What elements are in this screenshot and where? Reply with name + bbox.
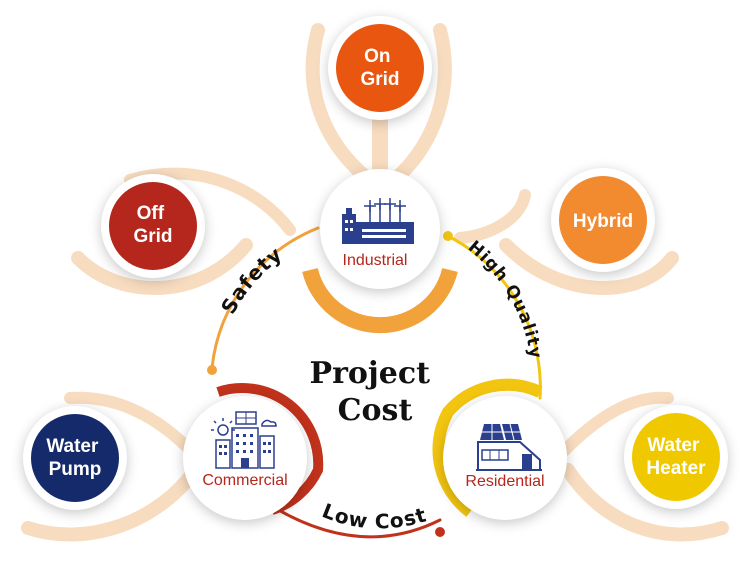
office-building-icon (211, 411, 277, 469)
svg-text:Water Heater: Water Heater (646, 435, 706, 479)
residential-label: Residential (465, 473, 544, 490)
svg-text:Water Pump: Water Pump (46, 436, 103, 480)
industrial-label: Industrial (343, 252, 408, 269)
high-quality-line-dot (443, 231, 453, 241)
connector-swooshes (21, 23, 729, 542)
center-title-line1: Project (310, 356, 431, 391)
on-grid-line1: On (364, 46, 390, 67)
connector-hybrid-top (454, 189, 531, 244)
factory-icon (342, 198, 414, 244)
low-cost-line-dot (435, 527, 445, 537)
commercial-label: Commercial (202, 472, 287, 489)
safety-line (210, 226, 320, 370)
safety-line-dot (207, 365, 217, 375)
connector-water-pump (21, 463, 202, 542)
connector-water-heater (561, 463, 729, 542)
hub-residential: Residential (443, 396, 567, 520)
water-pump-circle (31, 414, 119, 502)
high-quality-line (446, 234, 542, 400)
water-pump-line1: Water (46, 436, 99, 457)
hub-accent-arcs (216, 267, 543, 517)
solar-house-icon (476, 423, 542, 471)
option-water-heater (624, 405, 728, 509)
safety-ring-label: Safety (216, 241, 287, 318)
option-water-pump (23, 406, 127, 510)
hub-industrial: Industrial (320, 169, 440, 289)
option-on-grid (328, 16, 432, 120)
water-heater-line1: Water (647, 435, 700, 456)
on-grid-line2: Grid (360, 69, 399, 90)
svg-text:Off Grid: Off Grid (133, 203, 172, 247)
svg-text:On Grid: On Grid (360, 46, 399, 90)
low-cost-line (268, 503, 442, 539)
hybrid-circle (559, 176, 647, 264)
connector-water-pump-top (64, 391, 196, 456)
connector-hybrid (499, 238, 679, 296)
connector-on-grid (305, 23, 379, 189)
commercial-accent-arc (216, 383, 324, 515)
on-grid-circle (336, 24, 424, 112)
connector-on-grid-right (385, 23, 452, 189)
option-off-grid (101, 174, 205, 278)
svg-text:Project Cost: Project Cost (310, 356, 441, 428)
residential-accent-arc (432, 378, 543, 517)
connector-off-grid (71, 238, 253, 296)
water-heater-line2: Heater (646, 458, 706, 479)
center-title-line2: Cost (338, 393, 413, 428)
off-grid-line2: Grid (133, 226, 172, 247)
hybrid-line1: Hybrid (573, 211, 633, 232)
low-cost-ring-label: Low Cost (319, 498, 429, 533)
residential-circle (443, 396, 567, 520)
hub-commercial: Commercial (183, 396, 307, 520)
off-grid-line1: Off (137, 203, 165, 224)
option-hybrid (551, 168, 655, 272)
high-quality-ring-label: High Quality (464, 237, 546, 361)
industrial-accent-arc (302, 267, 458, 334)
water-heater-circle (632, 413, 720, 501)
connector-water-heater-top (559, 391, 674, 456)
svg-text:Hybrid: Hybrid (573, 211, 633, 232)
ring-lines (207, 226, 542, 539)
off-grid-circle (109, 182, 197, 270)
water-pump-line2: Pump (49, 459, 102, 480)
